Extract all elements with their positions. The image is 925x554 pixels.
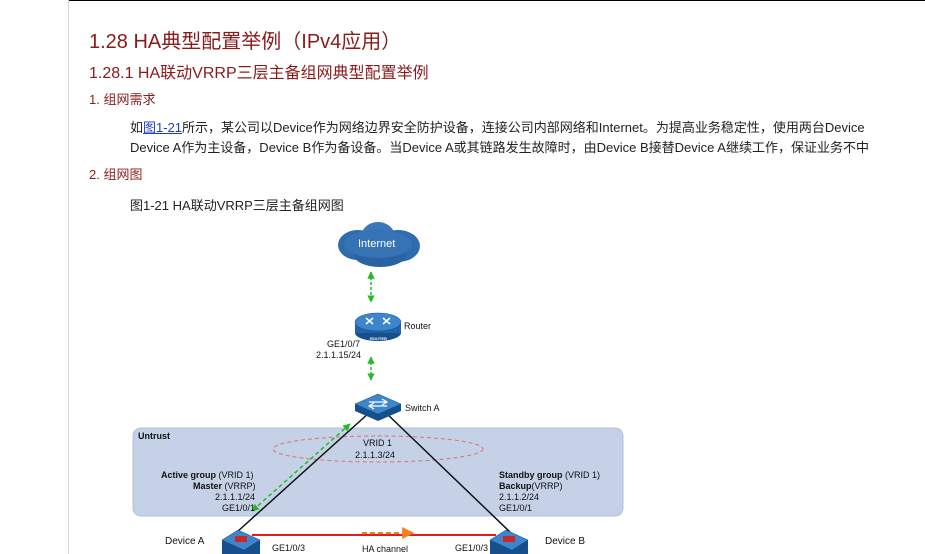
switch-icon: [354, 393, 402, 421]
ha-channel-label: HA channel: [362, 544, 408, 554]
page-top-border: [68, 0, 925, 1]
page-title: 1.28 HA典型配置举例（IPv4应用）: [89, 31, 402, 53]
figure-caption: 图1-21 HA联动VRRP三层主备组网图: [130, 198, 344, 213]
vrid-ip: 2.1.1.3/24: [355, 450, 395, 460]
device-b-port-ha: GE1/0/3: [455, 543, 488, 553]
device-b-name: Device B: [545, 536, 585, 547]
paragraph-line-2: Device A作为主设备，Device B作为备设备。当Device A或其链…: [130, 140, 869, 155]
internet-label: Internet: [358, 238, 395, 250]
arrow-switch-device-a: [251, 423, 351, 512]
figure-link[interactable]: 图1-21: [143, 120, 183, 135]
subsection-diagram: 2. 组网图: [89, 167, 143, 182]
subsection-requirements: 1. 组网需求: [89, 92, 156, 107]
vrid-ring: [272, 435, 484, 463]
router-device-text: ROUTER: [370, 336, 387, 341]
page-left-border: [68, 0, 69, 554]
untrust-label: Untrust: [138, 431, 170, 441]
device-a-port-up: GE1/0/1: [222, 503, 255, 513]
device-a-port-ha: GE1/0/3: [272, 543, 305, 553]
device-b-firewall-icon: [489, 529, 529, 554]
link-switch-device-b: [384, 411, 511, 533]
device-b-group: Standby group (VRID 1): [499, 470, 600, 480]
device-a-group: Active group (VRID 1): [161, 470, 254, 480]
internet-cloud-icon: [338, 222, 420, 267]
vrid-label: VRID 1: [363, 438, 392, 448]
router-port: GE1/0/7: [327, 339, 360, 349]
device-b-role: Backup(VRRP): [499, 481, 563, 491]
switch-label: Switch A: [405, 403, 440, 413]
device-a-ip: 2.1.1.1/24: [215, 492, 255, 502]
device-b-ip: 2.1.1.2/24: [499, 492, 539, 502]
device-b-port-up: GE1/0/1: [499, 503, 532, 513]
device-a-name: Device A: [165, 536, 205, 547]
paragraph-line-1: 如图1-21所示，某公司以Device作为网络边界安全防护设备，连接公司内部网络…: [130, 117, 865, 136]
device-a-firewall-icon: [221, 529, 261, 554]
paragraph-prefix: 如: [130, 120, 144, 135]
device-a-role: Master (VRRP): [193, 481, 256, 491]
router-ip: 2.1.1.15/24: [316, 350, 361, 360]
router-icon: [354, 312, 402, 341]
paragraph-rest: 所示，某公司以Device作为网络边界安全防护设备，连接公司内部网络和Inter…: [182, 120, 865, 135]
router-label: Router: [404, 321, 431, 331]
section-title: 1.28.1 HA联动VRRP三层主备组网典型配置举例: [89, 65, 429, 82]
